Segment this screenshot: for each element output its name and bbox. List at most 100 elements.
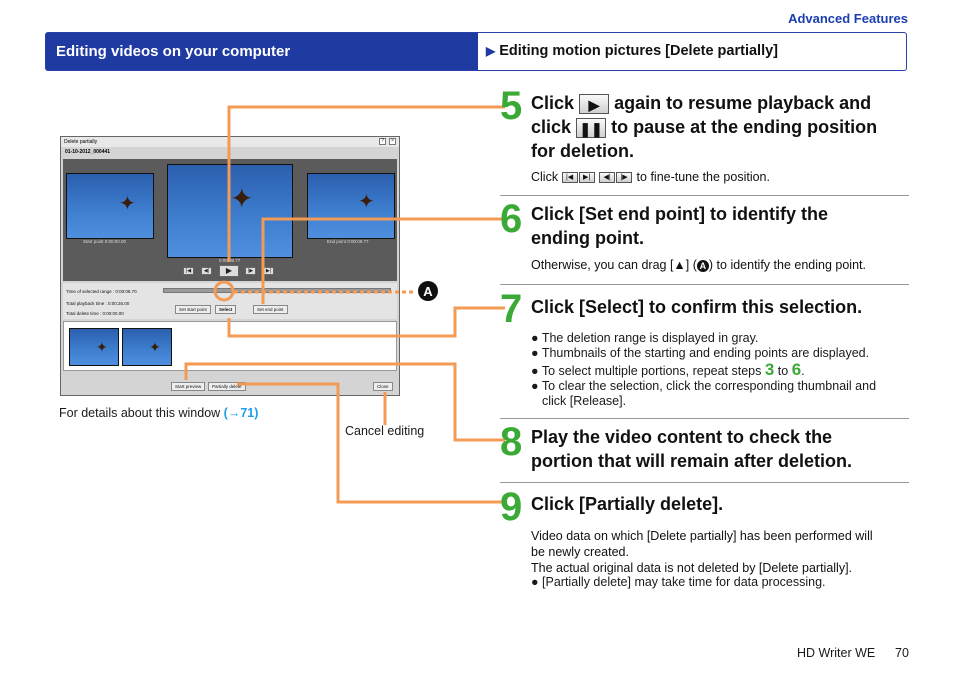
step-6-title-line: ending point. — [531, 228, 644, 248]
leader-step9 — [237, 382, 505, 504]
bullet-text: Thumbnails of the starting and ending po… — [541, 346, 870, 360]
section-label: Advanced Features — [788, 11, 908, 26]
callout-a-badge — [418, 281, 438, 301]
step-5-text: for deletion. — [531, 141, 634, 161]
header-right-text: Editing motion pictures [Delete partiall… — [499, 43, 778, 59]
play-button[interactable]: ▶ — [219, 265, 239, 277]
close-icon[interactable]: × — [389, 138, 396, 145]
step-9-body-line: be newly created. — [531, 545, 629, 559]
skip-back-button[interactable]: |◀ — [183, 267, 194, 275]
divider — [500, 418, 909, 419]
window-caption: For details about this window (→71) — [59, 406, 258, 420]
divider — [500, 482, 909, 483]
bullet-text: to — [774, 364, 792, 378]
step-6-note: Otherwise, you can drag [▲] (A) to ident… — [531, 258, 866, 273]
callout-circle-a — [213, 280, 235, 302]
triangle-icon: ▶ — [486, 44, 496, 58]
divider — [500, 284, 909, 285]
skip-forward-icon: ▶| — [578, 172, 595, 184]
step-ref-3: 3 — [764, 360, 775, 379]
bullet-text: [Partially delete] may take time for dat… — [542, 575, 826, 589]
leader-step8 — [184, 362, 505, 442]
step-8-title: Play the video content to check the port… — [531, 425, 852, 473]
step-5-note-text: Click — [531, 170, 559, 184]
step-5-text: to pause at the ending position — [611, 117, 878, 137]
partially-delete-button[interactable]: Partially delete — [208, 382, 246, 391]
set-start-point-button[interactable]: Set start point — [175, 305, 211, 314]
set-end-point-button[interactable]: Set end point — [253, 305, 288, 314]
play-icon: ▶ — [579, 94, 610, 115]
bullet-text: To select multiple portions, repeat step… — [541, 364, 765, 378]
bullet-text: The deletion range is displayed in gray. — [541, 331, 759, 345]
step-7-title: Click [Select] to confirm this selection… — [531, 297, 863, 317]
header-left-title: Editing videos on your computer — [46, 33, 478, 70]
step-5-number: 5 — [500, 84, 523, 128]
pause-icon: ❚❚ — [576, 118, 607, 139]
clip-date: 01-10-2012_000441 — [65, 149, 111, 155]
header-right-title: ▶Editing motion pictures [Delete partial… — [486, 33, 778, 70]
page-reference-link[interactable]: (→71) — [223, 406, 259, 420]
bird-icon: ✦ — [358, 191, 375, 213]
caption-text: For details about this window — [59, 406, 224, 420]
leader-step6 — [261, 217, 505, 304]
step-9-body-line: Video data on which [Delete partially] h… — [531, 529, 873, 543]
start-preview-button[interactable]: Start preview — [171, 382, 206, 391]
frame-forward-icon: |▶ — [616, 172, 633, 184]
selected-end-thumbnail[interactable]: ✦ — [122, 328, 172, 366]
cancel-editing-label: Cancel editing — [345, 424, 425, 438]
step-5-text: click — [531, 117, 572, 137]
frame-back-icon: ◀| — [599, 172, 616, 184]
bird-icon: ✦ — [230, 183, 254, 214]
close-button[interactable]: Close — [373, 382, 393, 391]
total-delete-time: Total delete time : 0:00:00.00 — [66, 311, 124, 316]
step-5-note-text: to fine-tune the position. — [636, 170, 770, 184]
bird-icon: ✦ — [119, 193, 136, 215]
page-header-bar: Editing videos on your computer ▶Editing… — [45, 32, 907, 71]
bullet-text: To clear the selection, click the corres… — [541, 379, 877, 393]
footer-app-name: HD Writer WE — [797, 646, 876, 660]
step-7-bullet: ● Thumbnails of the starting and ending … — [531, 346, 870, 360]
callout-a-letter: A — [423, 284, 433, 299]
step-8-title-line: portion that will remain after deletion. — [531, 451, 853, 471]
step-6-note-text: Otherwise, you can drag [▲] ( — [531, 258, 697, 272]
start-frame-thumbnail: ✦ — [66, 173, 154, 239]
end-frame-thumbnail: ✦ — [307, 173, 395, 239]
bird-icon: ✦ — [149, 339, 161, 355]
select-button[interactable]: Select — [215, 305, 237, 314]
step-8-title-line: Play the video content to check the — [531, 427, 833, 447]
end-point-label: End point 0:00:08.77 — [327, 239, 369, 244]
step-7-bullet: ● The deletion range is displayed in gra… — [531, 331, 759, 345]
divider — [500, 195, 909, 196]
step-7-bullet: ● To select multiple portions, repeat st… — [531, 360, 805, 379]
step-5-text: again to resume playback and — [614, 93, 872, 113]
step-6-number: 6 — [500, 197, 523, 241]
leader-step5 — [227, 105, 505, 262]
step-6-title: Click [Set end point] to identify the en… — [531, 202, 828, 250]
step-8-number: 8 — [500, 420, 523, 464]
bird-icon: ✦ — [96, 339, 108, 355]
step-9-body-line: The actual original data is not deleted … — [531, 561, 853, 575]
range-panel: Time of selected range : 0:00:08.70 Tota… — [63, 283, 397, 319]
bullet-text: click [Release]. — [542, 394, 627, 408]
window-bottom-bar: Start preview Partially delete Close — [63, 380, 397, 394]
step-7-number: 7 — [500, 287, 523, 331]
selected-start-thumbnail[interactable]: ✦ — [69, 328, 119, 366]
frame-forward-button[interactable]: |▶ — [245, 267, 256, 275]
bullet-text: . — [801, 364, 805, 378]
step-7-bullet: ● To clear the selection, click the corr… — [531, 379, 877, 408]
page-number: 70 — [895, 646, 909, 660]
total-playback-time: Total playback time : 0:00:26.00 — [66, 301, 130, 306]
step-9-title: Click [Partially delete]. — [531, 494, 724, 514]
step-5-note: Click |◀▶| ◀||▶ to fine-tune the positio… — [531, 170, 770, 185]
step-9-body: Video data on which [Delete partially] h… — [531, 528, 873, 576]
skip-back-icon: |◀ — [561, 172, 578, 184]
step-5-text: Click — [531, 93, 575, 113]
start-point-label: Start point 0:00:00.00 — [83, 239, 127, 244]
help-icon[interactable]: ? — [379, 138, 386, 145]
leader-step7 — [227, 306, 505, 338]
step-9-number: 9 — [500, 485, 523, 529]
callout-a-icon: A — [696, 259, 709, 272]
frame-back-button[interactable]: ◀| — [201, 267, 212, 275]
time-selected-range: Time of selected range : 0:00:08.70 — [66, 289, 137, 294]
